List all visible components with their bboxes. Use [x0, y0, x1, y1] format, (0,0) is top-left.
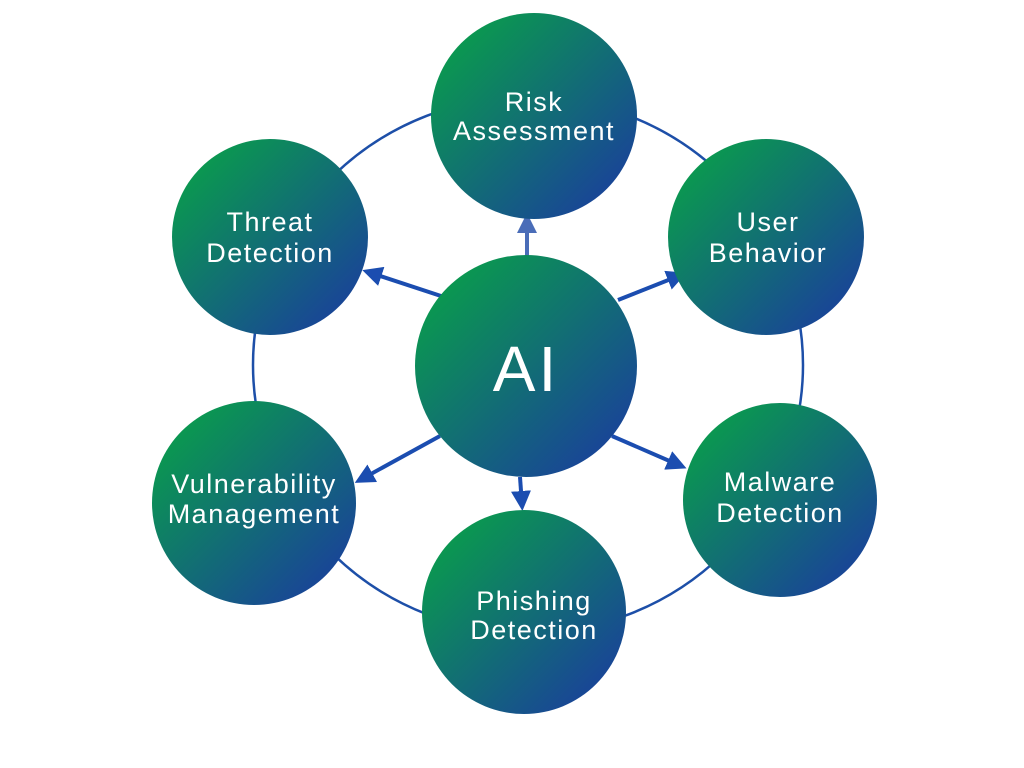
ai-center-node: AI	[415, 255, 637, 477]
threat-detection-label-line-2: Detection	[206, 238, 334, 268]
arrow-to-threat-detection	[362, 266, 442, 298]
user-behavior-node: User Behavior	[668, 139, 864, 335]
vulnerability-management-node: Vulnerability Management	[152, 401, 356, 605]
user-behavior-label-line-1: User	[736, 207, 799, 237]
ai-center-label: AI	[493, 333, 559, 405]
malware-detection-node: Malware Detection	[683, 403, 877, 597]
phishing-detection-label-line-1: Phishing	[476, 586, 592, 616]
threat-detection-label-line-1: Threat	[226, 207, 313, 237]
arrow-to-malware-detection	[611, 434, 687, 470]
arrow-to-user-behavior	[617, 270, 687, 302]
phishing-detection-node: Phishing Detection	[422, 510, 626, 714]
arrow-to-phishing-detection	[511, 476, 531, 511]
threat-detection-node: Threat Detection	[172, 139, 368, 335]
user-behavior-label-line-2: Behavior	[709, 238, 828, 268]
vulnerability-management-label-line-2: Management	[168, 499, 341, 529]
malware-detection-label-line-1: Malware	[724, 467, 837, 497]
arrows-group	[354, 213, 687, 511]
risk-assessment-label-line-2: Assessment	[453, 116, 615, 146]
arrow-to-vulnerability-management	[354, 434, 441, 483]
risk-assessment-node: Risk Assessment	[431, 13, 637, 219]
risk-assessment-label-line-1: Risk	[505, 87, 564, 117]
phishing-detection-label-line-2: Detection	[470, 615, 598, 645]
malware-detection-label-line-2: Detection	[716, 498, 844, 528]
vulnerability-management-label-line-1: Vulnerability	[171, 469, 337, 499]
